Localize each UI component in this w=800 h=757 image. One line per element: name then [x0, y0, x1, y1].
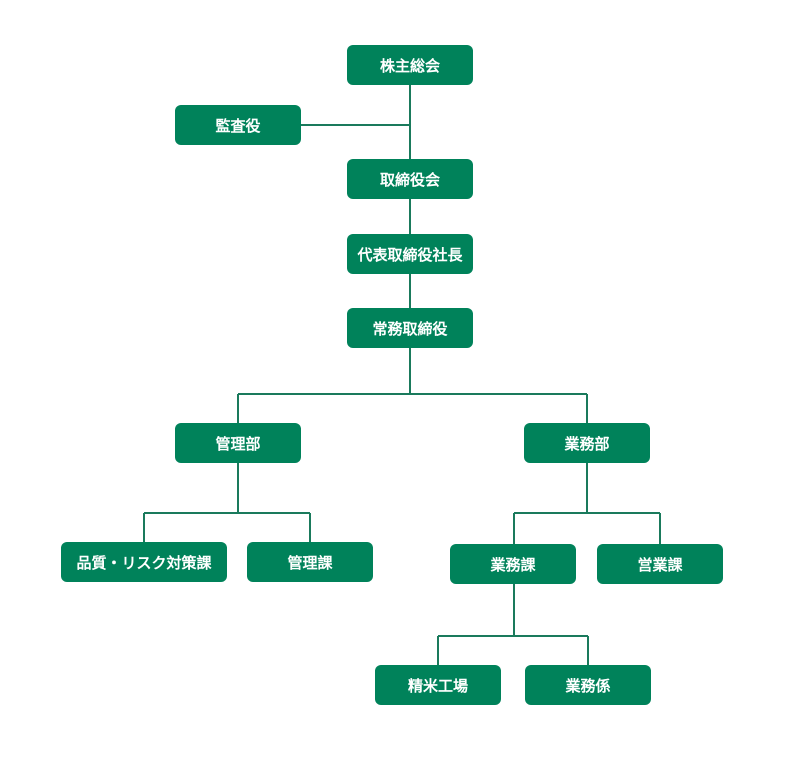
node-president: 代表取締役社長 [347, 234, 473, 274]
node-operations-unit: 業務係 [525, 665, 651, 705]
node-label: 業務課 [490, 555, 536, 574]
node-label: 精米工場 [407, 676, 468, 695]
node-label: 品質・リスク対策課 [76, 553, 212, 572]
node-managing-director: 常務取締役 [347, 308, 473, 348]
node-label: 業務係 [565, 676, 611, 695]
node-shareholders-meeting: 株主総会 [347, 45, 473, 85]
node-label: 取締役会 [379, 170, 440, 189]
node-label: 監査役 [215, 116, 261, 135]
node-label: 代表取締役社長 [357, 245, 463, 264]
node-label: 管理課 [287, 553, 333, 572]
node-rice-polishing-plant: 精米工場 [375, 665, 501, 705]
node-label: 常務取締役 [372, 319, 448, 338]
node-quality-risk-section: 品質・リスク対策課 [61, 542, 227, 582]
node-label: 営業課 [637, 555, 683, 574]
node-operations-department: 業務部 [524, 423, 650, 463]
node-admin-department: 管理部 [175, 423, 301, 463]
node-sales-section: 営業課 [597, 544, 723, 584]
node-operations-section: 業務課 [450, 544, 576, 584]
node-admin-section: 管理課 [247, 542, 373, 582]
node-board-of-directors: 取締役会 [347, 159, 473, 199]
node-auditor: 監査役 [175, 105, 301, 145]
node-label: 管理部 [215, 434, 261, 453]
node-label: 業務部 [564, 434, 610, 453]
node-label: 株主総会 [379, 56, 440, 75]
